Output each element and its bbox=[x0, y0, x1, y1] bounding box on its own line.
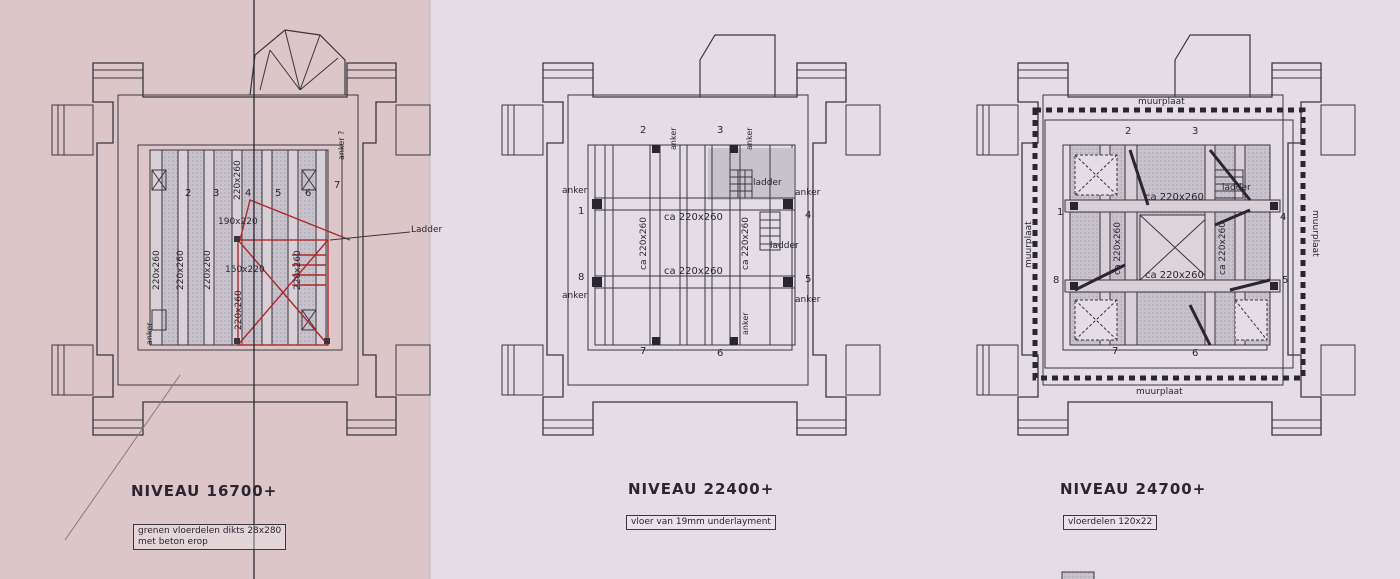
plan2-note: vloer van 19mm underlayment bbox=[626, 515, 776, 530]
plan3-ladder: ladder bbox=[1222, 183, 1251, 193]
plan3-num-6: 6 bbox=[1192, 348, 1198, 359]
plan3-col-right: ca 220x260 bbox=[1218, 222, 1228, 275]
plan2-num-8: 8 bbox=[578, 272, 584, 283]
legend-swatch bbox=[1061, 571, 1095, 579]
plan1-note-line-1: grenen vloerdelen dikts 28x280 bbox=[138, 526, 282, 536]
plan1-dim-6: 220x260 bbox=[293, 250, 303, 290]
plan2-col-left: ca 220x260 bbox=[639, 217, 649, 270]
plan-niveau-22400: 2 3 1 4 8 5 7 6 anker anker anker anker … bbox=[501, 34, 881, 436]
plan2-anker-tr: anker bbox=[745, 127, 754, 150]
plan2-ladder-1: ladder bbox=[753, 178, 782, 188]
plan2-beam-top: ca 220x260 bbox=[664, 212, 723, 223]
plan3-num-7: 7 bbox=[1112, 346, 1118, 357]
plan1-title: NIVEAU 16700+ bbox=[131, 482, 278, 500]
plan2-num-4: 4 bbox=[805, 210, 811, 221]
plan1-note: grenen vloerdelen dikts 28x280 met beton… bbox=[133, 524, 287, 550]
plan1-dim-7: 190x220 bbox=[218, 217, 258, 227]
plan3-col-left: ca 220x260 bbox=[1113, 222, 1123, 275]
plan1-num-5: 5 bbox=[275, 188, 281, 199]
plan2-anker-bl: anker bbox=[562, 291, 588, 301]
plan2-anker-mr: anker bbox=[795, 188, 821, 198]
plan-niveau-24700: 2 3 1 4 8 5 7 6 muurplaat muurplaat muur… bbox=[976, 34, 1356, 436]
plan2-ladder-2: ladder bbox=[770, 241, 799, 251]
plan3-num-4: 4 bbox=[1280, 212, 1286, 223]
plan1-anker-1: anker bbox=[145, 322, 154, 345]
plan3-note: vloerdelen 120x22 bbox=[1063, 515, 1158, 530]
plan3-num-1: 1 bbox=[1057, 207, 1063, 218]
plan3-num-2: 2 bbox=[1125, 126, 1131, 137]
plan1-num-7: 7 bbox=[334, 180, 340, 191]
plan2-note-line-1: vloer van 19mm underlayment bbox=[631, 517, 771, 527]
plan1-dim-1: 220x260 bbox=[152, 250, 162, 290]
plan2-num-2: 2 bbox=[640, 125, 646, 136]
plan3-num-3: 3 bbox=[1192, 126, 1198, 137]
plan2-num-3: 3 bbox=[717, 125, 723, 136]
plan2-anker-ml: anker bbox=[562, 186, 588, 196]
plan1-dim-3: 220x260 bbox=[203, 250, 213, 290]
plan2-col-right: ca 220x260 bbox=[741, 217, 751, 270]
plan1-num-6: 6 bbox=[305, 188, 311, 199]
plan2-anker-b: anker bbox=[741, 312, 750, 335]
plan2-beam-bottom: ca 220x260 bbox=[664, 266, 723, 277]
plan2-num-5: 5 bbox=[805, 274, 811, 285]
plan3-muurplaat-left: muurplaat bbox=[1024, 221, 1034, 268]
plan1-dim-2: 220x260 bbox=[176, 250, 186, 290]
plan3-beam-top: ca 220x260 bbox=[1145, 192, 1204, 203]
plan3-num-8: 8 bbox=[1053, 275, 1059, 286]
plan2-anker-br: anker bbox=[795, 295, 821, 305]
plan3-beam-bottom: ca 220x260 bbox=[1145, 270, 1204, 281]
plan3-note-line-1: vloerdelen 120x22 bbox=[1068, 517, 1153, 527]
plan3-num-5: 5 bbox=[1282, 275, 1288, 286]
plan1-note-line-2: met beton erop bbox=[138, 537, 208, 547]
plan1-num-3: 3 bbox=[213, 188, 219, 199]
plan2-num-7: 7 bbox=[640, 346, 646, 357]
plan2-num-1: 1 bbox=[578, 206, 584, 217]
plan2-title: NIVEAU 22400+ bbox=[628, 480, 775, 498]
plan1-num-4: 4 bbox=[245, 188, 251, 199]
plan1-anker-2: anker ? bbox=[337, 131, 346, 160]
plan1-dim-5: 220x260 bbox=[234, 290, 244, 330]
plan-niveau-16700: 2 3 4 5 6 7 220x260 220x260 220x260 220x… bbox=[51, 0, 442, 579]
plan1-dim-8: 150x220 bbox=[225, 265, 265, 275]
plan2-anker-tl: anker bbox=[669, 127, 678, 150]
plan1-num-2: 2 bbox=[185, 188, 191, 199]
plan3-muurplaat-bottom: muurplaat bbox=[1136, 387, 1183, 397]
plan2-num-6: 6 bbox=[717, 348, 723, 359]
plan3-title: NIVEAU 24700+ bbox=[1060, 480, 1207, 498]
plan3-muurplaat-top: muurplaat bbox=[1138, 97, 1185, 107]
plan1-ladder-label: Ladder bbox=[411, 225, 442, 235]
plan1-dim-4: 220x260 bbox=[233, 160, 243, 200]
plan3-muurplaat-right: muurplaat bbox=[1310, 210, 1320, 257]
